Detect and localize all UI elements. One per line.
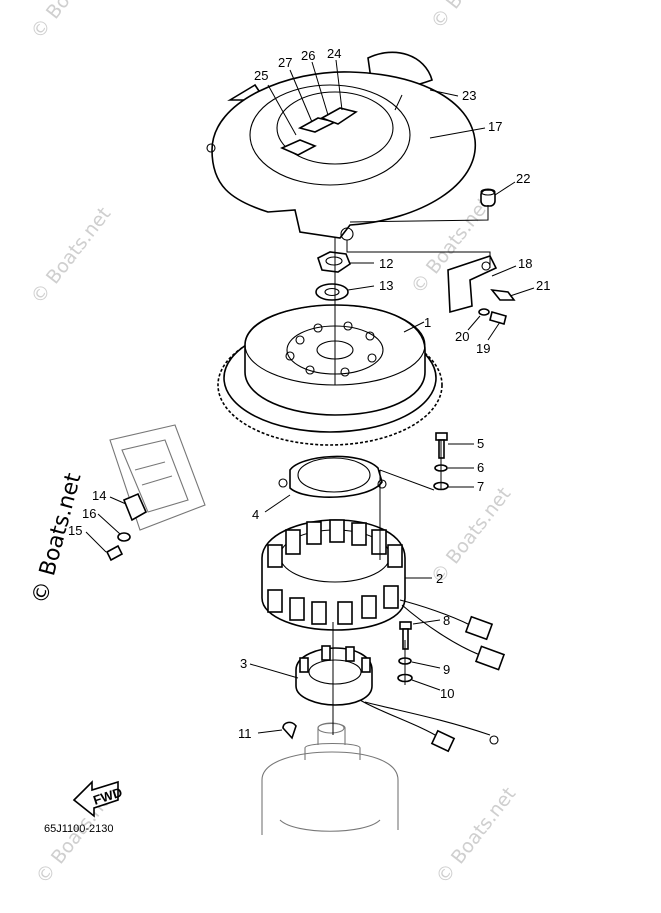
callout-5: 5 <box>477 436 484 451</box>
callout-6: 6 <box>477 460 484 475</box>
part-3-pulser-holder <box>295 645 499 753</box>
callout-3: 3 <box>240 656 247 671</box>
callout-17: 17 <box>488 119 502 134</box>
watermark-top-left: © Boats.net <box>27 0 116 43</box>
callout-22: 22 <box>516 171 530 186</box>
part-14-bracket <box>122 492 148 522</box>
callout-7: 7 <box>477 479 484 494</box>
callout-15: 15 <box>68 523 82 538</box>
watermark-left: © Boats.net <box>27 203 116 308</box>
callout-26: 26 <box>301 48 315 63</box>
callout-9: 9 <box>443 662 450 677</box>
part-20-washer <box>478 308 490 316</box>
watermark-top-right: © Boats.net <box>427 0 516 33</box>
part-19-bolt <box>489 311 507 325</box>
part-12-nut <box>317 251 351 273</box>
part-code-label: 65J1100-2130 <box>44 823 114 835</box>
watermark-bottom-right: © Boats.net <box>432 783 521 888</box>
callout-23: 23 <box>462 88 476 103</box>
callout-numbers: 25 27 26 24 23 17 22 12 13 1 18 21 20 19… <box>68 46 550 741</box>
part-13-washer <box>315 283 349 301</box>
callout-12: 12 <box>379 256 393 271</box>
part-21-clip <box>490 288 516 301</box>
part-1-flywheel <box>217 304 443 446</box>
callout-13: 13 <box>379 278 393 293</box>
callout-20: 20 <box>455 329 469 344</box>
part-4-base-ring <box>278 455 387 498</box>
part-17-flywheel-cover <box>206 71 476 241</box>
callout-4: 4 <box>252 507 259 522</box>
part-2-stator <box>261 519 506 671</box>
leader-lines <box>332 94 491 735</box>
callout-2: 2 <box>436 571 443 586</box>
callout-21: 21 <box>536 278 550 293</box>
callout-25: 25 <box>254 68 268 83</box>
callout-18: 18 <box>518 256 532 271</box>
callout-11: 11 <box>238 726 252 741</box>
callout-27: 27 <box>278 55 292 70</box>
part-18-bracket <box>447 255 498 314</box>
callout-8: 8 <box>443 613 450 628</box>
side-cover-ghost <box>109 424 206 531</box>
callout-24: 24 <box>327 46 341 61</box>
watermark-foreground: © Boats.net <box>28 470 87 606</box>
callout-19: 19 <box>476 341 490 356</box>
callout-1: 1 <box>424 315 431 330</box>
part-16-washer <box>117 532 131 542</box>
callout-16: 16 <box>82 506 96 521</box>
part-15-screw <box>105 544 124 562</box>
callout-14: 14 <box>92 488 106 503</box>
part-11-key <box>282 721 297 740</box>
part-22-grommet <box>480 188 496 207</box>
crankshaft-block <box>261 722 399 835</box>
callout-10: 10 <box>440 686 454 701</box>
callout-leaders <box>85 59 535 734</box>
